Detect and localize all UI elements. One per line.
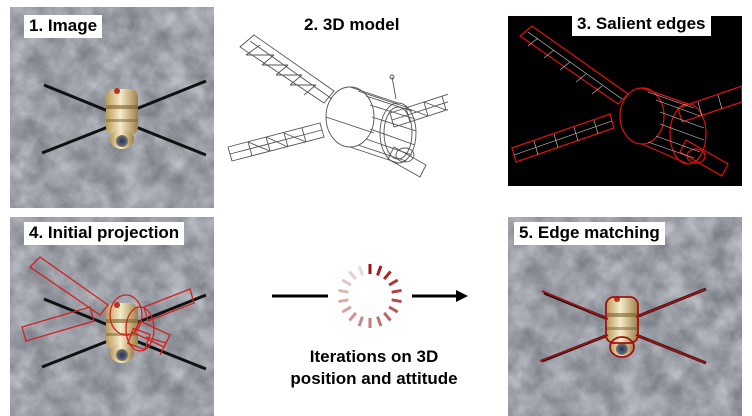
panel-salient-edges: 3. Salient edges	[508, 16, 742, 186]
edge-matching-photo	[508, 217, 742, 416]
spinner-dash	[382, 311, 392, 322]
initial-projection-photo	[10, 217, 214, 416]
spinner-dash	[341, 305, 352, 314]
panel-label-image: 1. Image	[24, 15, 103, 38]
panel-label-initial-projection: 4. Initial projection	[24, 222, 185, 245]
spinner-dash	[382, 270, 392, 281]
panel-3d-model: 2. 3D model	[222, 7, 448, 208]
spinner-dash	[388, 278, 399, 287]
panel-edge-matching: 5. Edge matching	[508, 217, 742, 416]
iteration-caption: Iterations on 3D position and attitude	[264, 346, 484, 390]
iteration-process	[272, 264, 468, 328]
spinner-dash	[391, 298, 402, 304]
cloud-photo	[10, 7, 214, 208]
spinner-dash	[376, 316, 383, 327]
spinner-dash	[388, 305, 399, 314]
spinner-dash	[338, 288, 349, 294]
aligned-wireframe	[539, 288, 707, 364]
panel-image: 1. Image	[10, 7, 214, 208]
spinner-dash	[348, 270, 358, 281]
salient-edges-render	[511, 25, 742, 177]
spinner-dash	[357, 316, 364, 327]
spinner-dash	[376, 265, 383, 276]
spinner-dash	[338, 298, 349, 304]
panel-label-3d-model: 2. 3D model	[304, 15, 400, 34]
misaligned-wireframe	[21, 256, 195, 356]
arrow-out-head	[456, 290, 468, 302]
caption-line-2: position and attitude	[290, 369, 458, 388]
wireframe-model	[227, 34, 448, 178]
spinner-icon	[338, 264, 402, 328]
spinner-dash	[348, 311, 358, 322]
spinner-dash	[341, 278, 352, 287]
spinner-dash	[357, 265, 364, 276]
spinner-dash	[391, 288, 402, 294]
panel-initial-projection: 4. Initial projection	[10, 217, 214, 416]
panel-label-salient-edges: 3. Salient edges	[572, 16, 711, 36]
caption-line-1: Iterations on 3D	[309, 347, 439, 366]
panel-label-edge-matching: 5. Edge matching	[514, 222, 665, 245]
